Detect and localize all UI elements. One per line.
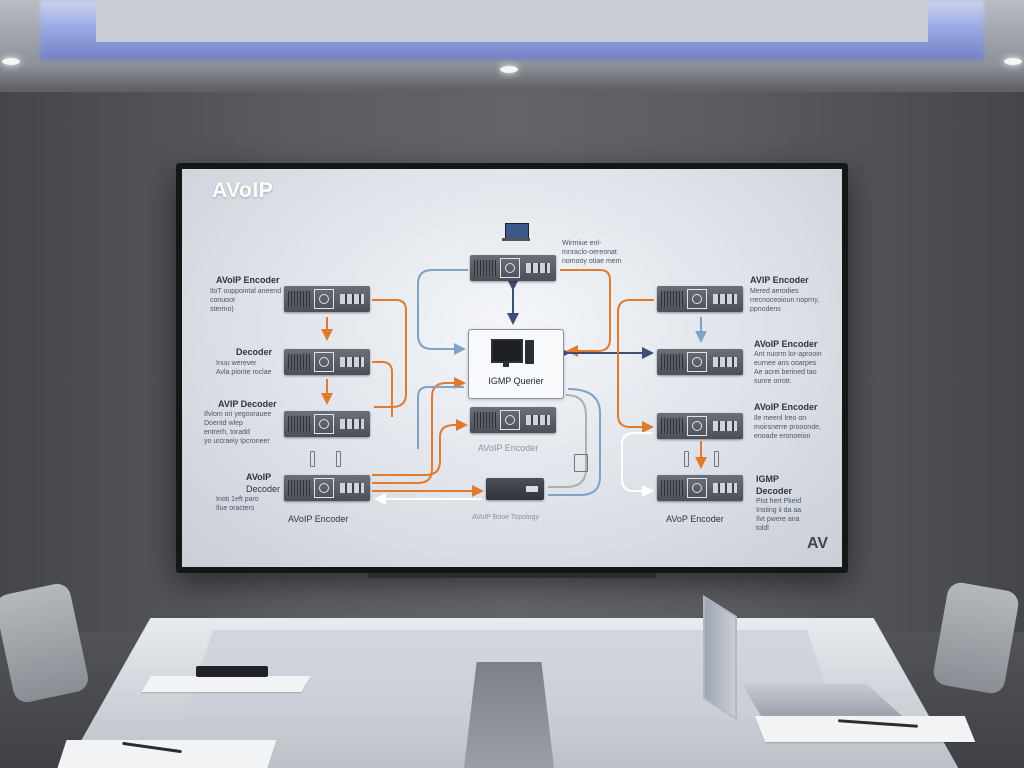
right-igmp-subtitle: Decoder: [756, 486, 793, 496]
left-bottom-encoder-device: [284, 475, 370, 501]
link-grey-switch: [548, 394, 587, 488]
topology-caption: AVoIP Booe Topology: [472, 514, 539, 521]
link-blue-top-left: [417, 269, 468, 355]
network-port-icon: [574, 454, 588, 472]
right-bottom-device: [657, 475, 743, 501]
right-encoder2-title: AVoIP Encoder: [754, 339, 818, 349]
link-right-orange-1: [617, 299, 654, 433]
laptop-icon: [502, 223, 530, 241]
link-orange-to-querier: [372, 377, 466, 484]
network-switch-icon: [486, 478, 544, 500]
igmp-querier-label: IGMP Querier: [488, 376, 544, 386]
ceiling-spotlight: [500, 66, 518, 73]
link-blue-switch: [548, 388, 601, 496]
left-decoder-title: Decoder: [236, 347, 273, 357]
left-avip-decoder-title: AVIP Decoder: [218, 399, 277, 409]
left-avoip-title: AVoIP: [246, 472, 272, 482]
right-encoder-device-1: [657, 286, 743, 312]
left-connector-icon: [310, 451, 315, 467]
remote-control: [196, 666, 268, 677]
ceiling-spotlight: [2, 58, 20, 65]
left-connector-icon: [336, 451, 341, 467]
left-encoder-title: AVoIP Encoder: [216, 275, 280, 285]
igmp-querier-box: IGMP Querier: [468, 329, 564, 399]
link-top-right-orange: [560, 269, 611, 357]
monitor-icon: [491, 339, 523, 367]
paper-sheet: [754, 716, 976, 742]
table-cable-tray: [464, 662, 554, 768]
link-left-encoder-out: [372, 299, 407, 408]
center-top-device: [470, 255, 556, 281]
tv-soundbar: [368, 573, 656, 578]
ceiling-spotlight: [1004, 58, 1022, 65]
paper-sheet: [141, 676, 311, 692]
paper-sheet: [57, 740, 277, 768]
center-lower-device-label: AVoIP Encoder: [478, 443, 539, 453]
link-blue-left-lower: [417, 386, 464, 449]
right-encoder1-title: AVIP Encoder: [750, 275, 809, 285]
right-connector-icon: [684, 451, 689, 467]
link-left-decoder-out: [372, 361, 393, 417]
topology-links: [321, 269, 707, 505]
left-encoder-device: [284, 286, 370, 312]
ceiling-panel: [96, 0, 928, 42]
left-bottom-encoder-label: AVoIP Encoder: [288, 514, 349, 524]
screen-title: AVoIP: [212, 179, 274, 202]
right-igmp-title: IGMP: [756, 474, 780, 484]
right-encoder3-title: AVoIP Encoder: [754, 402, 818, 412]
right-encoder-device-3: [657, 413, 743, 439]
right-connector-icon: [714, 451, 719, 467]
computer-tower-icon: [525, 340, 534, 364]
left-decoder-device: [284, 349, 370, 375]
tv-screen: AVoIP AVoIP Encoder IloT ouppointal anee…: [182, 169, 842, 567]
left-avoip-subtitle: Decoder: [246, 484, 281, 494]
link-orange-to-encoder: [372, 419, 468, 476]
right-encoder-device-2: [657, 349, 743, 375]
av-logo: AV: [806, 535, 828, 552]
right-bottom-encoder-label: AVoP Encoder: [666, 514, 724, 524]
center-lower-device: [470, 407, 556, 433]
link-right-white: [621, 432, 654, 497]
left-avip-decoder-device: [284, 411, 370, 437]
